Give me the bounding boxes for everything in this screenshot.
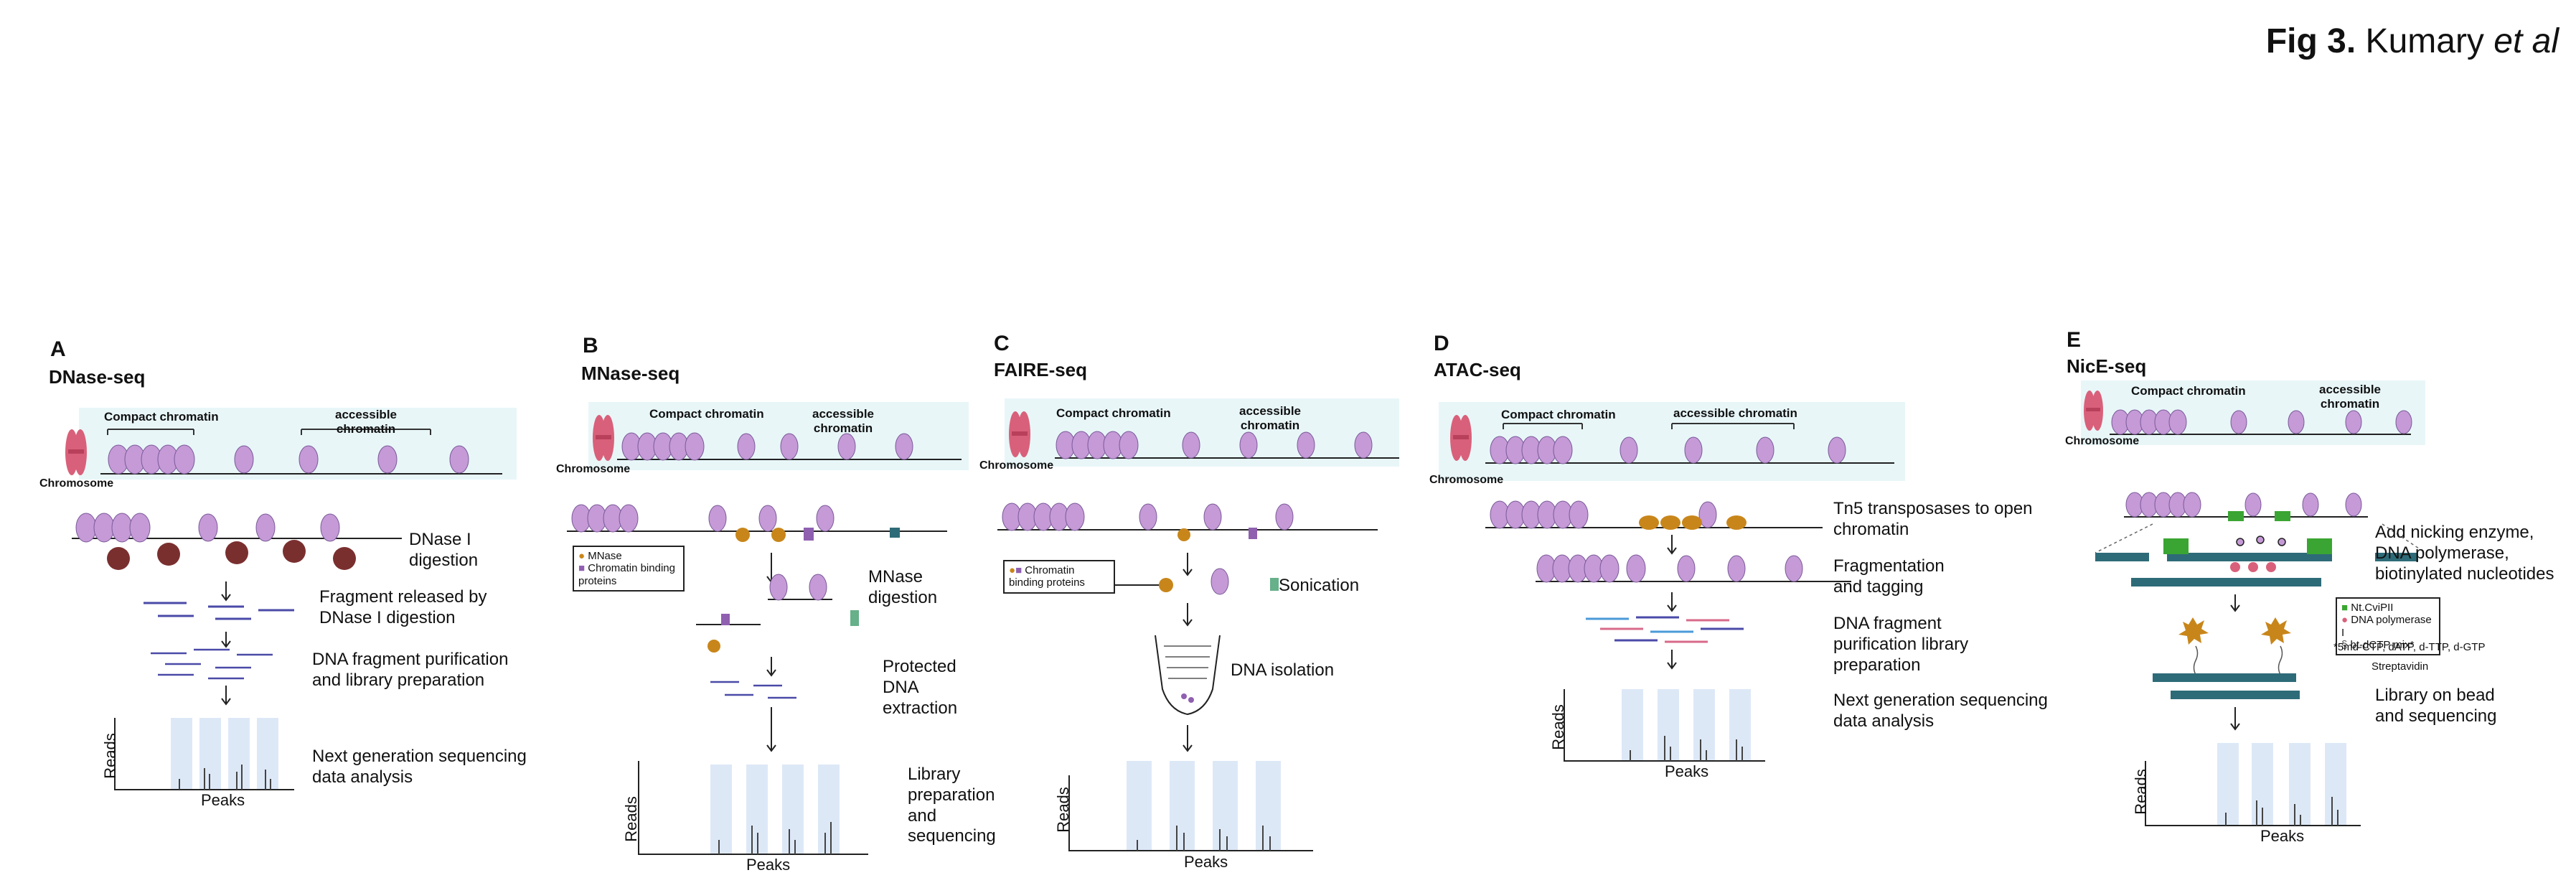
- panel-title: ATAC-seq: [1434, 359, 1521, 380]
- compact-chromatin-label: Compact chromatin: [1501, 408, 1616, 421]
- compact-chromatin-label: Compact chromatin: [1056, 406, 1171, 420]
- accessible-chromatin-label: accessible chromatin: [1673, 406, 1797, 420]
- legend-item-binding-proteins: Chromatin binding proteins: [578, 562, 675, 587]
- x-axis-label: Peaks: [1184, 853, 1228, 871]
- legend-box: ● MNase ■ Chromatin binding proteins: [573, 546, 685, 592]
- x-axis-label: Peaks: [1665, 762, 1709, 780]
- accessible-chromatin-label: accessible chromatin: [334, 408, 397, 436]
- panel-letter: A: [50, 337, 66, 361]
- y-axis-label: Reads: [2131, 769, 2150, 815]
- legend-box: ●■ Chromatin binding proteins: [1003, 560, 1115, 594]
- panel-letter: E: [2067, 328, 2082, 352]
- step-3: DNA fragment purification and library pr…: [312, 650, 509, 690]
- panel-c-illustration: [997, 398, 1399, 851]
- panel-title: NicE-seq: [2067, 355, 2147, 377]
- chromosome-icon: [65, 429, 87, 475]
- panel-e-illustration: [2081, 380, 2426, 826]
- tn5-transposases: [1639, 515, 1747, 530]
- compact-chromatin-label: Compact chromatin: [104, 410, 219, 424]
- step-2: Protected DNA extraction: [883, 657, 958, 718]
- chromosome-label: Chromosome: [979, 459, 1054, 472]
- step-1: MNase digestion: [868, 567, 938, 607]
- legend-item-nt-cvipii: Nt.CviPII: [2351, 602, 2394, 614]
- tagged-fragments: [1586, 616, 1744, 643]
- step-1: DNase I digestion: [409, 530, 479, 570]
- figure-title: Fig 3. Kumary et al: [2266, 22, 2559, 61]
- step-4: Next generation sequencing data analysis: [1833, 691, 2048, 731]
- y-axis-label: Reads: [621, 796, 640, 842]
- step-2: Fragmentation and tagging: [1833, 556, 1945, 597]
- panel-e: E NicE-seq Compact chromatin accessible …: [2052, 0, 2576, 888]
- legend-item-bt-dctp: bt-dCTP mix*: [2350, 638, 2415, 651]
- step-1: Sonication: [1279, 576, 1360, 595]
- nucleosome-row: [108, 444, 469, 475]
- legend-item-mnase: MNase: [588, 550, 622, 562]
- accessible-chromatin-label: accessible chromatin: [1238, 404, 1301, 432]
- step-1: Tn5 transposases to open chromatin: [1833, 499, 2033, 539]
- panel-letter: D: [1434, 332, 1449, 355]
- compact-chromatin-label: Compact chromatin: [649, 407, 764, 421]
- tube-icon: [1155, 635, 1221, 716]
- panel-letter: B: [583, 334, 598, 357]
- figure-authors: Kumary: [2365, 22, 2484, 60]
- panel-b: B MNase-seq Compact chromatin accessible…: [531, 0, 996, 888]
- panel-d-illustration: [1439, 402, 1905, 762]
- legend-item-binding-proteins: Chromatin binding proteins: [1009, 564, 1085, 589]
- legend-item-polymerase: DNA polymerase I: [2341, 614, 2432, 639]
- compact-chromatin-label: Compact chromatin: [2131, 384, 2246, 398]
- y-axis-label: Reads: [100, 733, 119, 779]
- axes: [114, 718, 294, 790]
- panel-title: FAIRE-seq: [994, 359, 1088, 380]
- dna-fragments: [144, 602, 294, 620]
- panel-b-illustration: [567, 402, 969, 855]
- dnase-enzymes: [107, 540, 356, 570]
- step-2: Library on bead and sequencing: [2375, 686, 2497, 726]
- x-axis-label: Peaks: [2260, 827, 2305, 845]
- nucleotide-note: *5md-CTP, dATP, d-TTP, d-GTP: [2333, 641, 2486, 653]
- x-axis-label: Peaks: [746, 856, 791, 874]
- panel-letter: C: [994, 332, 1010, 355]
- legend-box: ■ Nt.CviPII ● DNA polymerase I § bt-dCTP…: [2336, 597, 2440, 655]
- accessible-chromatin-label: accessible chromatin: [812, 407, 874, 435]
- chromosome-label: Chromosome: [2065, 435, 2140, 447]
- step-3: DNA fragment purification library prepar…: [1833, 614, 1969, 675]
- panel-d: D ATAC-seq Compact chromatin accessible …: [1421, 0, 2052, 888]
- panel-title: DNase-seq: [49, 366, 146, 388]
- x-axis-label: Peaks: [201, 791, 245, 809]
- step-2: Fragment released by DNase I digestion: [319, 587, 487, 627]
- panel-title: MNase-seq: [581, 363, 680, 384]
- accessible-chromatin-label: accessible chromatin: [2318, 383, 2381, 411]
- chromosome-label: Chromosome: [556, 463, 631, 475]
- step-2: DNA isolation: [1231, 660, 1335, 680]
- figure-authors-suffix: et al: [2493, 22, 2559, 60]
- streptavidin-label: Streptavidin: [2371, 660, 2429, 673]
- figure-number: Fig 3.: [2265, 22, 2356, 60]
- step-3: Library preparation and sequencing: [908, 765, 996, 846]
- panel-a-illustration: [65, 408, 517, 790]
- panel-c: C FAIRE-seq Compact chromatin accessible…: [976, 0, 1421, 888]
- chromosome-label: Chromosome: [1429, 474, 1504, 486]
- y-axis-label: Reads: [1053, 787, 1072, 833]
- step-1: Add nicking enzyme, DNA polymerase, biot…: [2375, 523, 2554, 584]
- panel-a: A DNase-seq Compact chromatin accessible…: [0, 0, 531, 888]
- y-axis-label: Reads: [1548, 704, 1567, 750]
- chromosome-label: Chromosome: [39, 477, 114, 490]
- step-4: Next generation sequencing data analysis: [312, 747, 527, 787]
